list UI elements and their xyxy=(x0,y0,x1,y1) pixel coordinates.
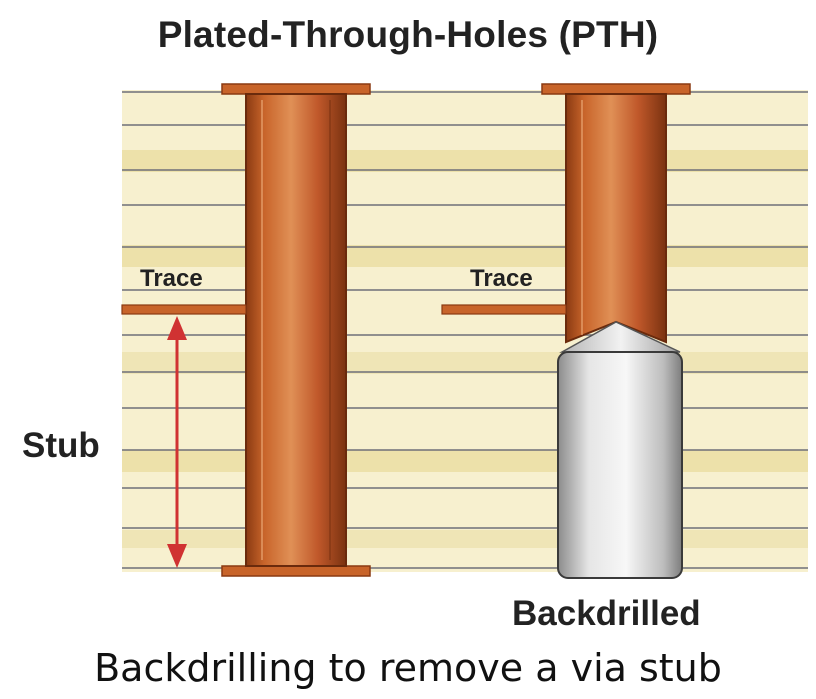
bottom-pad-left xyxy=(221,565,371,577)
caption: Backdrilling to remove a via stub xyxy=(94,646,722,690)
copper-barrel-right xyxy=(565,93,667,344)
backdrill-hole xyxy=(557,351,683,579)
pth-via-right xyxy=(541,83,691,579)
top-pad-left xyxy=(221,83,371,95)
backdrilled-label: Backdrilled xyxy=(512,594,701,633)
diagram-title: Plated-Through-Holes (PTH) xyxy=(157,14,659,55)
trace-label-left: Trace xyxy=(140,265,203,292)
top-pad-right xyxy=(541,83,691,95)
layer-lines xyxy=(122,91,808,569)
pth-via-left xyxy=(221,83,371,577)
stub-label: Stub xyxy=(22,426,100,465)
trace-label-right: Trace xyxy=(470,265,533,292)
trace-line-left xyxy=(121,304,247,315)
trace-line-right xyxy=(441,304,567,315)
double-headed-arrow-icon xyxy=(167,316,187,568)
